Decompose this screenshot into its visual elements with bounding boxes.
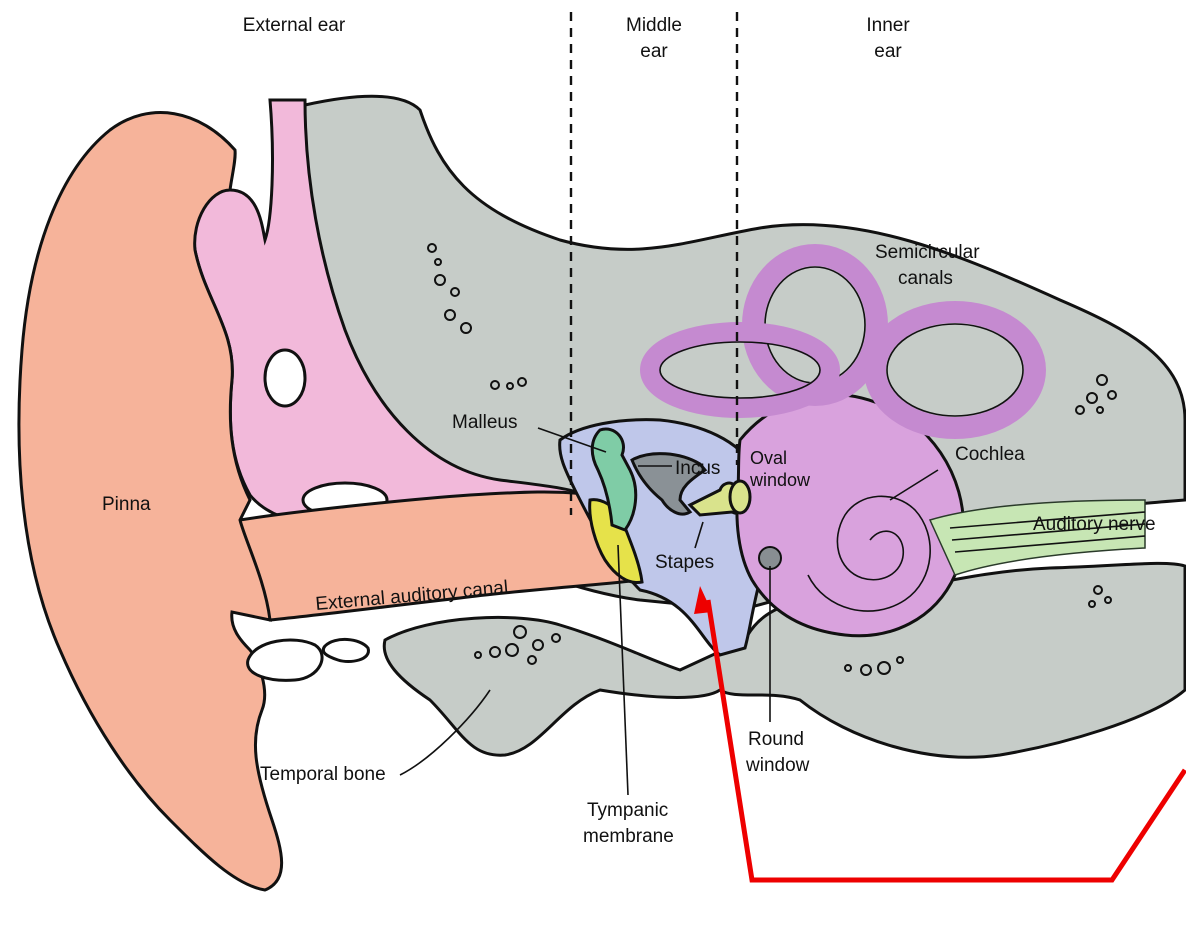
canal-pocket-1 <box>248 640 322 680</box>
label-pinna: Pinna <box>102 494 151 515</box>
label-semicircular-canals-line2: canals <box>898 268 953 289</box>
label-incus: Incus <box>675 458 720 479</box>
label-oval-window-line1: Oval <box>750 448 787 468</box>
label-semicircular-canals-line1: Semicircular <box>875 242 980 263</box>
label-tympanic-membrane-line2: membrane <box>583 826 674 847</box>
region-inner-ear-line2: ear <box>874 41 902 62</box>
canal-pocket-2 <box>323 639 368 661</box>
oval-window <box>730 481 750 513</box>
label-round-window-line2: window <box>745 755 810 776</box>
region-inner-ear-line1: Inner <box>866 15 910 36</box>
label-auditory-nerve: Auditory nerve <box>1033 514 1156 535</box>
label-stapes: Stapes <box>655 552 714 573</box>
label-tympanic-membrane-line1: Tympanic <box>587 800 668 821</box>
pink-tissue-hole-upper <box>265 350 305 406</box>
region-middle-ear-line1: Middle <box>626 15 682 36</box>
label-cochlea: Cochlea <box>955 444 1025 465</box>
region-middle-ear-line2: ear <box>640 41 668 62</box>
label-round-window-line1: Round <box>748 729 804 750</box>
round-window <box>759 547 781 569</box>
label-temporal-bone: Temporal bone <box>260 764 386 785</box>
region-external-ear: External ear <box>243 15 346 36</box>
label-oval-window-line2: window <box>749 470 811 490</box>
label-malleus: Malleus <box>452 412 517 433</box>
